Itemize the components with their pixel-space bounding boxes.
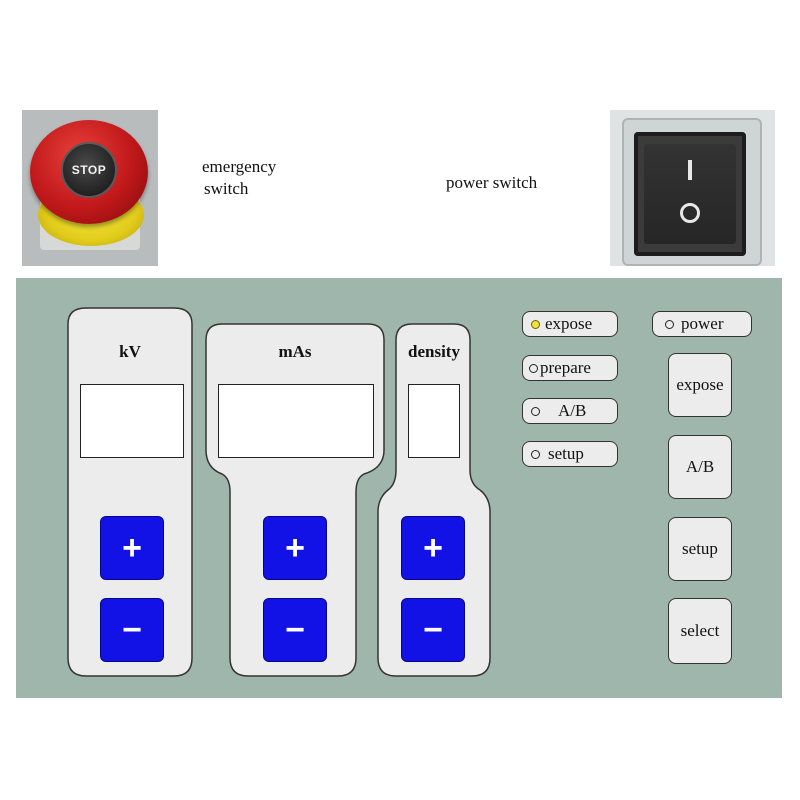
control-panel: kV + − mAs + − density + − expose prepar… [16,278,782,698]
ab-button[interactable]: A/B [668,435,732,499]
mas-increase-button[interactable]: + [263,516,327,580]
density-display [408,384,460,458]
setup-indicator: setup [522,441,618,467]
emergency-switch-caption: emergency switch [202,156,322,200]
density-increase-button[interactable]: + [401,516,465,580]
kv-increase-button[interactable]: + [100,516,164,580]
ab-lamp-icon [531,407,540,416]
ab-indicator-label: A/B [558,401,586,421]
caption-line-2: switch [202,178,322,200]
setup-indicator-label: setup [548,444,584,464]
density-title: density [394,342,474,362]
power-indicator-label: power [681,314,723,334]
ab-indicator: A/B [522,398,618,424]
power-lamp-icon [665,320,674,329]
kv-decrease-button[interactable]: − [100,598,164,662]
prepare-indicator: prepare [522,355,618,381]
rocker-face [644,144,736,244]
prepare-lamp-icon [529,364,538,373]
mas-display [218,384,374,458]
setup-lamp-icon [531,450,540,459]
expose-indicator: expose [522,311,618,337]
on-symbol-icon [688,160,692,180]
stop-cap: STOP [61,142,117,198]
stop-label: STOP [72,163,106,177]
select-button[interactable]: select [668,598,732,664]
power-switch-photo [610,110,775,266]
mas-title: mAs [206,342,384,362]
kv-display [80,384,184,458]
setup-button[interactable]: setup [668,517,732,581]
mas-decrease-button[interactable]: − [263,598,327,662]
expose-indicator-label: expose [545,314,592,334]
power-switch-caption: power switch [446,172,537,194]
expose-lamp-icon [531,320,540,329]
density-decrease-button[interactable]: − [401,598,465,662]
emergency-stop-photo: STOP [22,110,158,266]
off-symbol-icon [680,203,700,223]
caption-line-1: emergency [202,156,322,178]
prepare-indicator-label: prepare [540,358,591,378]
power-indicator: power [652,311,752,337]
kv-title: kV [68,342,192,362]
expose-button[interactable]: expose [668,353,732,417]
